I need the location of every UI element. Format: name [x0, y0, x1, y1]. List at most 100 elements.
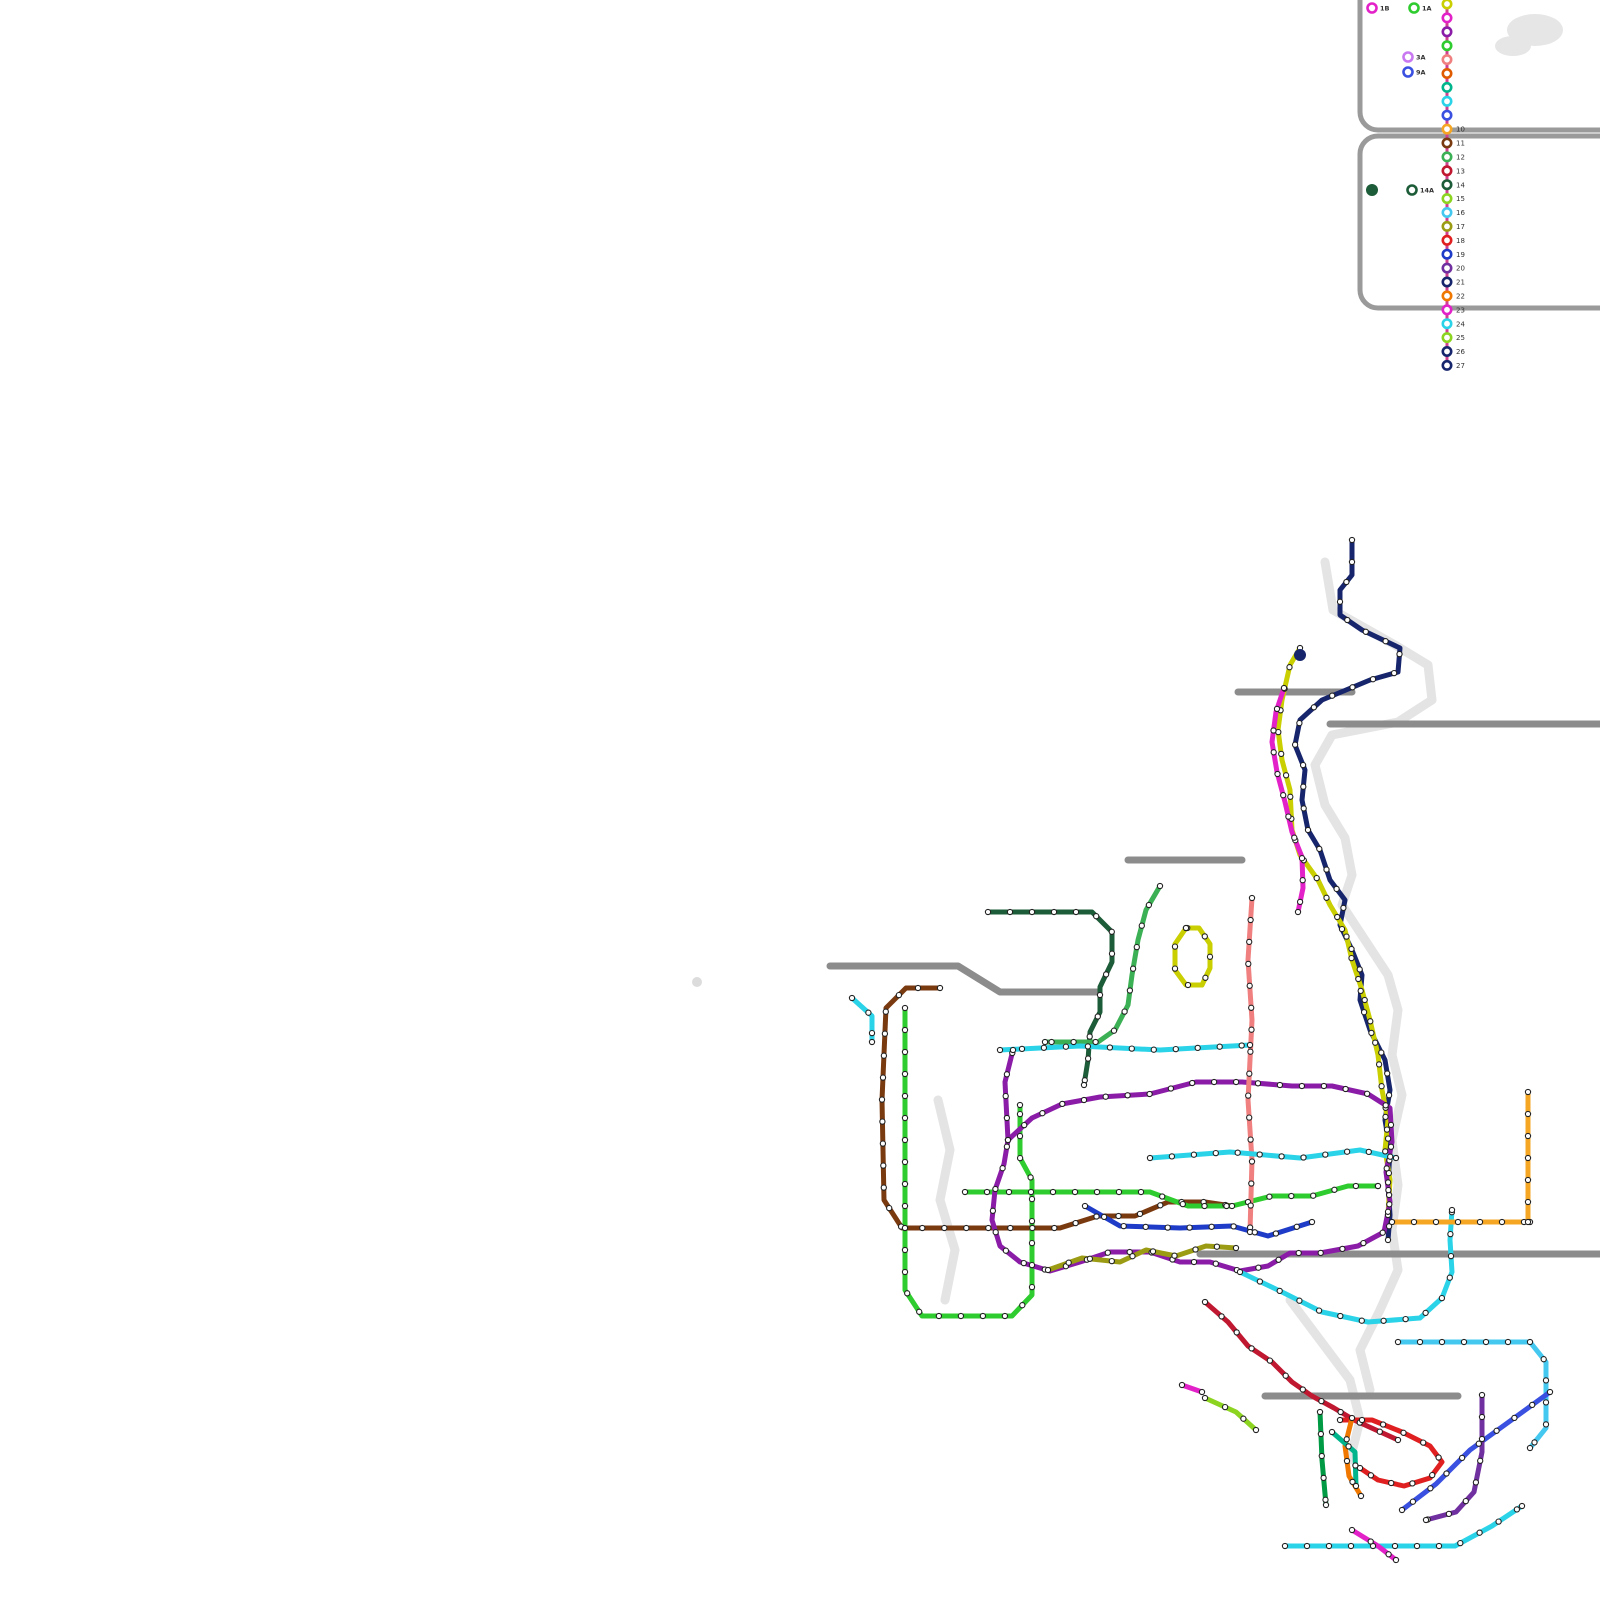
station-marker [1303, 1542, 1311, 1550]
station-marker [1422, 1516, 1430, 1524]
legend-branch-label: 3A [1416, 54, 1426, 62]
station-marker [1337, 1408, 1344, 1416]
station-marker [880, 1052, 888, 1059]
station-marker [1288, 1192, 1295, 1200]
station-marker [1356, 966, 1363, 973]
station-marker [1072, 908, 1080, 916]
station-marker [1049, 1188, 1057, 1196]
station-marker [1300, 783, 1307, 790]
station-marker [1331, 1186, 1338, 1193]
legend-number: 18 [1456, 237, 1465, 245]
station-marker [1336, 1416, 1344, 1424]
station-marker [1460, 1338, 1468, 1346]
legend-bullet [1441, 81, 1453, 93]
station-marker [1232, 1078, 1240, 1086]
station-marker [1458, 1454, 1466, 1462]
station-marker [1146, 1090, 1153, 1098]
station-marker [1392, 1556, 1400, 1564]
station-marker [1413, 1542, 1421, 1550]
legend-number: 16 [1456, 209, 1465, 217]
station-marker [1429, 1471, 1436, 1479]
station-marker [1524, 1176, 1532, 1184]
station-marker [1003, 1071, 1011, 1078]
station-marker [1365, 1148, 1372, 1156]
legend-bullet [1441, 220, 1453, 232]
station-marker [1291, 741, 1299, 748]
station-marker [1020, 1259, 1027, 1267]
station-marker [1360, 1239, 1367, 1247]
station-marker [992, 1229, 999, 1236]
station-marker [1273, 705, 1281, 713]
station-marker [1110, 1027, 1118, 1034]
station-marker [1065, 1259, 1072, 1266]
station-marker [1416, 1338, 1424, 1346]
station-marker [979, 1312, 987, 1320]
station-marker [1278, 750, 1285, 758]
station-marker [1388, 1218, 1396, 1226]
station-marker [1208, 1223, 1215, 1230]
station-marker [1367, 1018, 1374, 1025]
map-dot [692, 977, 702, 987]
station-marker [916, 1308, 923, 1315]
station-marker [1385, 1092, 1393, 1099]
station-marker [1255, 1264, 1262, 1271]
legend-number: 13 [1456, 167, 1465, 175]
station-marker [1102, 1093, 1109, 1100]
station-marker [901, 1048, 909, 1056]
metro-line-cyan-top [997, 1042, 1253, 1053]
station-marker [1358, 1416, 1366, 1424]
legend-number: 11 [1456, 140, 1465, 148]
metro-line-royalblue-diag [1399, 1389, 1553, 1513]
station-marker [1448, 1206, 1456, 1214]
station-marker [1048, 1038, 1055, 1046]
station-marker [1387, 1121, 1395, 1129]
map-dot [1294, 649, 1306, 661]
station-marker [1524, 1198, 1532, 1206]
station-marker [1150, 1046, 1157, 1053]
station-marker [1071, 1188, 1079, 1196]
station-marker [1333, 885, 1340, 893]
station-marker [1511, 1414, 1518, 1422]
station-marker [1212, 1149, 1219, 1157]
station-marker [1084, 1043, 1092, 1050]
station-marker [1328, 1428, 1336, 1436]
station-marker [901, 1004, 909, 1012]
station-marker [1192, 1246, 1199, 1253]
station-marker [1476, 1218, 1484, 1226]
station-marker [1223, 1202, 1230, 1210]
legend-number: 19 [1456, 251, 1465, 259]
station-marker [1296, 898, 1304, 906]
station-marker [1285, 813, 1292, 820]
station-marker [1339, 1245, 1346, 1253]
station-marker [1282, 1372, 1289, 1379]
station-marker [1347, 1542, 1355, 1550]
station-marker [868, 1038, 876, 1046]
station-marker [1367, 1472, 1375, 1479]
station-marker [1348, 945, 1355, 953]
legend-number: 23 [1456, 306, 1465, 314]
station-marker [1384, 1179, 1392, 1186]
station-marker [1310, 704, 1318, 711]
station-marker [1018, 1045, 1026, 1053]
station-marker [1247, 1136, 1254, 1143]
station-marker [1447, 1252, 1455, 1260]
metro-line-lightblue-se [1395, 1339, 1549, 1451]
station-marker [1387, 1143, 1395, 1150]
station-marker [1524, 1218, 1532, 1226]
station-marker [1246, 982, 1253, 989]
station-marker [1478, 1413, 1486, 1421]
station-marker [1198, 1388, 1206, 1396]
station-marker [1142, 1223, 1149, 1231]
station-marker [1201, 1202, 1208, 1210]
station-marker [1246, 1114, 1253, 1121]
station-marker [1256, 1151, 1263, 1158]
station-marker [1003, 1143, 1011, 1150]
station-marker [1272, 1230, 1280, 1237]
station-marker [1320, 1474, 1327, 1482]
station-marker [895, 991, 903, 999]
station-marker [1343, 933, 1350, 940]
station-marker [1368, 1029, 1375, 1037]
station-marker [1540, 1356, 1547, 1363]
station-marker [1232, 1244, 1240, 1252]
station-marker [1343, 1436, 1350, 1443]
